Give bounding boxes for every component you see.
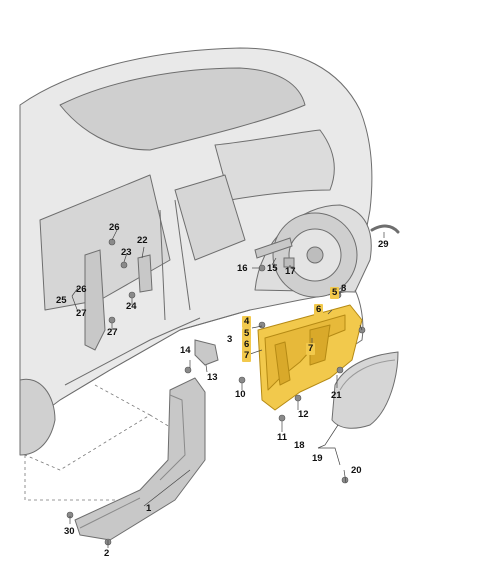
callout-17: 17 [285, 266, 296, 277]
fuel-flap-part [331, 351, 399, 429]
callout-6-left: 6 [242, 339, 252, 351]
callout-11: 11 [277, 432, 288, 443]
trim-strip-part [370, 224, 400, 234]
screw-icon [258, 321, 266, 329]
callout-24: 24 [126, 301, 137, 312]
sill-trim-part [74, 377, 206, 541]
callout-29: 29 [378, 239, 389, 250]
screw-icon [238, 376, 246, 384]
pillar-trim-part [84, 249, 153, 351]
clip-icon [108, 316, 116, 324]
callout-20: 20 [351, 465, 362, 476]
callout-25: 25 [56, 295, 67, 306]
clip-icon [108, 238, 116, 246]
callout-1: 1 [146, 503, 152, 514]
callout-7-right: 7 [306, 343, 316, 355]
callout-16: 16 [237, 263, 248, 274]
screw-icon [294, 394, 302, 402]
callout-12: 12 [298, 409, 309, 420]
callout-2: 2 [104, 548, 110, 559]
callout-30: 30 [64, 526, 75, 537]
callout-27-bottom: 27 [107, 327, 118, 338]
callout-18: 18 [294, 440, 305, 451]
leader-lines [69, 229, 385, 548]
callout-5-left: 5 [242, 328, 252, 340]
bracket-part [194, 339, 219, 366]
screw-icon [278, 414, 286, 422]
callout-14: 14 [180, 345, 191, 356]
callout-23: 23 [121, 247, 132, 258]
callout-21: 21 [331, 390, 342, 401]
callout-26-side: 26 [76, 284, 87, 295]
callout-19: 19 [312, 453, 323, 464]
callout-3: 3 [227, 334, 233, 345]
callout-4: 4 [242, 316, 252, 328]
screw-icon [184, 366, 192, 374]
callout-10: 10 [235, 389, 246, 400]
callout-26-top: 26 [109, 222, 120, 233]
clip-icon [336, 366, 344, 374]
callout-8: 8 [341, 283, 347, 294]
screw-icon [128, 291, 136, 299]
callout-22: 22 [137, 235, 148, 246]
screw-icon [120, 261, 128, 269]
callout-13: 13 [207, 372, 218, 383]
callout-6-top: 6 [314, 304, 324, 316]
rail-part [254, 237, 295, 268]
callout-15: 15 [267, 263, 278, 274]
callout-7-left: 7 [242, 350, 252, 362]
highlighted-inner-panel [257, 304, 363, 411]
car-body-outline [19, 47, 373, 456]
callout-27-side: 27 [76, 308, 87, 319]
callout-5-top: 5 [330, 287, 340, 299]
